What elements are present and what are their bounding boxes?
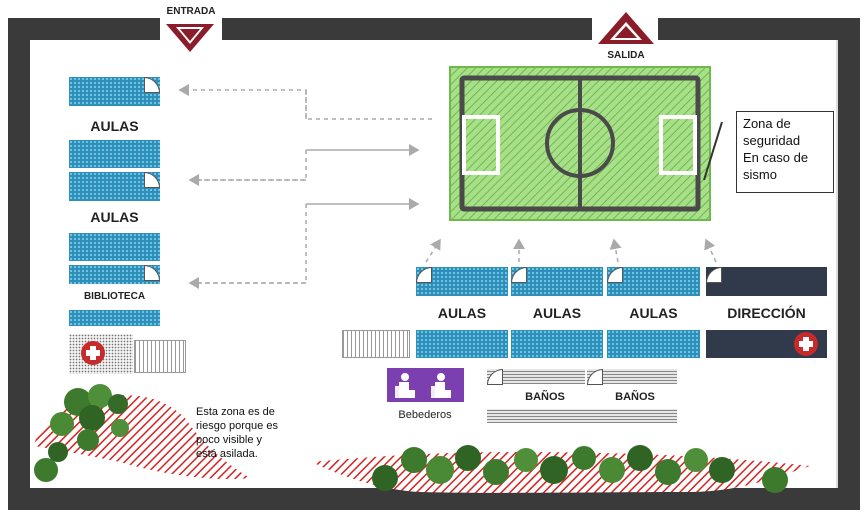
direction-office <box>706 267 827 296</box>
library <box>69 265 160 284</box>
right-wall-inner-line <box>836 40 838 488</box>
striped-block <box>342 330 410 358</box>
bathroom-block <box>487 409 677 423</box>
storage-area <box>134 340 186 373</box>
callout-line: En caso de <box>743 150 809 165</box>
classroom-left-5 <box>69 310 160 326</box>
library-label: BIBLIOTECA <box>83 291 146 302</box>
first-aid-icon <box>81 341 105 365</box>
classroom-bottom-1b <box>416 330 508 358</box>
callout-line: Zona de <box>743 116 791 131</box>
exit-label: SALIDA <box>607 50 645 61</box>
note-line: Esta zona es de <box>196 406 275 418</box>
classroom-left-2 <box>69 140 160 168</box>
classroom-left-1-label: AULAS <box>90 118 139 134</box>
note-line: está asilada. <box>196 448 258 460</box>
classroom-left-4 <box>69 233 160 261</box>
infirmary-area <box>69 334 133 374</box>
entrance-label: ENTRADA <box>166 6 216 17</box>
water-fountain-label: Bebederos <box>398 409 452 421</box>
callout-line: sismo <box>743 167 777 182</box>
classroom-bottom-2-label: AULAS <box>532 305 582 321</box>
direction-label: DIRECCIÓN <box>727 305 806 321</box>
callout-line: seguridad <box>743 133 801 148</box>
water-fountain-icon <box>387 368 464 402</box>
classroom-bottom-3b <box>607 330 700 358</box>
exit-marker-icon <box>598 12 654 44</box>
football-field <box>449 66 711 221</box>
classroom-bottom-1-label: AULAS <box>437 305 487 321</box>
note-line: poco visible y <box>196 434 263 446</box>
trees-left-icon <box>34 384 129 482</box>
classroom-bottom-2b <box>511 330 603 358</box>
safety-zone-callout: Zona de seguridad En caso de sismo <box>736 111 834 193</box>
evacuation-arrows-left <box>178 84 432 289</box>
classroom-left-2-label: AULAS <box>90 209 139 225</box>
entrance-marker-icon <box>166 24 214 52</box>
trees-bottom-icon <box>372 445 788 493</box>
first-aid-icon <box>794 332 818 356</box>
bathroom-2-label: BAÑOS <box>615 391 655 403</box>
note-line: riesgo porque es <box>196 420 278 432</box>
risk-zone-note: Esta zona es de riesgo porque es poco vi… <box>196 405 306 461</box>
bathroom-2 <box>587 369 677 384</box>
bathroom-1 <box>487 369 585 384</box>
bathroom-1-label: BAÑOS <box>525 391 565 403</box>
classroom-bottom-3-label: AULAS <box>629 305 678 321</box>
callout-pointer <box>703 121 723 181</box>
evacuation-arrows-bottom <box>425 238 717 263</box>
